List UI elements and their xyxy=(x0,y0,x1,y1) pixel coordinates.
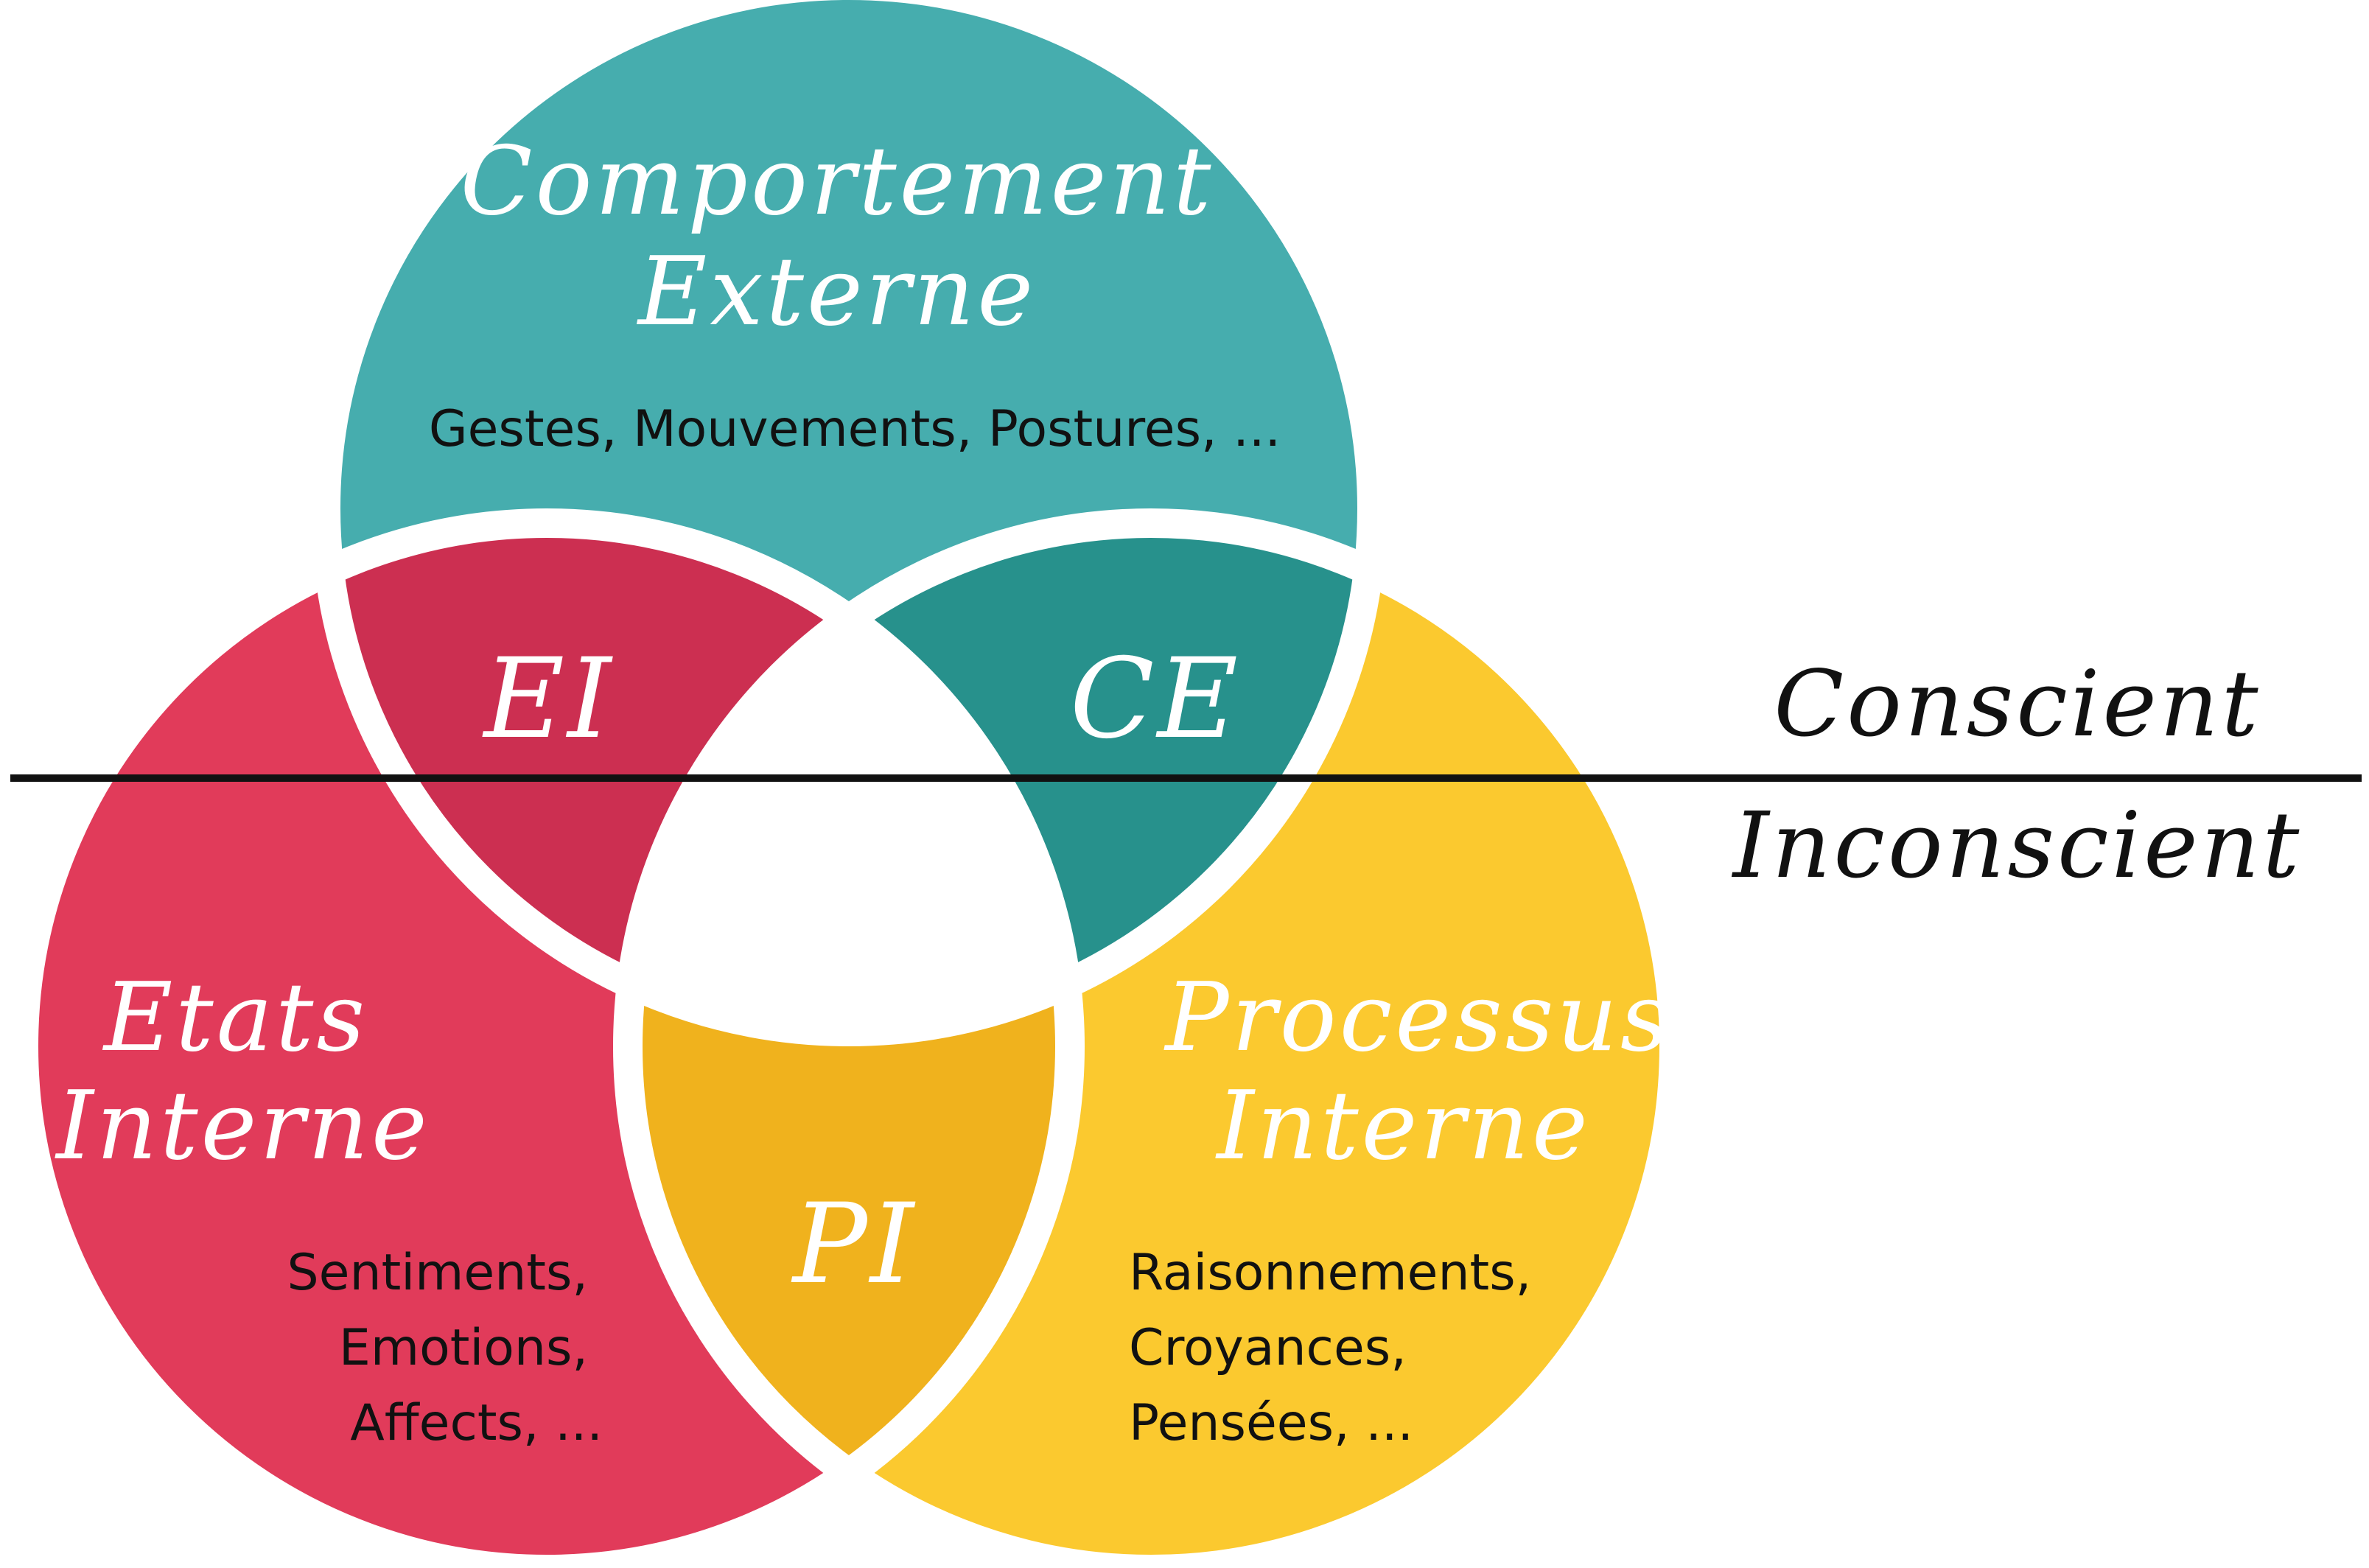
etats-item-1: Sentiments, xyxy=(287,1244,588,1302)
processus-item-1: Raisonnements, xyxy=(1129,1244,1531,1302)
ring-right xyxy=(613,508,1689,1568)
pi-label: PI xyxy=(791,1180,917,1309)
processus-title-line2: Interne xyxy=(1215,1071,1591,1181)
ring-left xyxy=(9,508,1085,1568)
etats-item-3: Affects, ... xyxy=(350,1394,603,1452)
ring-top xyxy=(311,0,1387,1046)
comportement-items: Gestes, Mouvements, Postures, ... xyxy=(429,400,1281,458)
processus-item-2: Croyances, xyxy=(1129,1319,1407,1377)
conscient-label: Conscient xyxy=(1774,651,2261,757)
ei-label: EI xyxy=(482,635,615,763)
ce-label: CE xyxy=(1070,635,1241,763)
processus-item-3: Pensées, ... xyxy=(1129,1394,1413,1452)
center-overlap-region xyxy=(628,523,1070,1032)
etats-title-line2: Interne xyxy=(55,1071,430,1181)
comportement-title-line1: Comportement xyxy=(461,127,1214,237)
inconscient-label: Inconscient xyxy=(1732,793,2303,899)
processus-title-line1: Processus xyxy=(1163,963,1671,1073)
etats-item-2: Emotions, xyxy=(339,1319,588,1377)
comportement-title-line2: Externe xyxy=(637,237,1036,347)
etats-title-line1: Etats xyxy=(102,963,368,1073)
